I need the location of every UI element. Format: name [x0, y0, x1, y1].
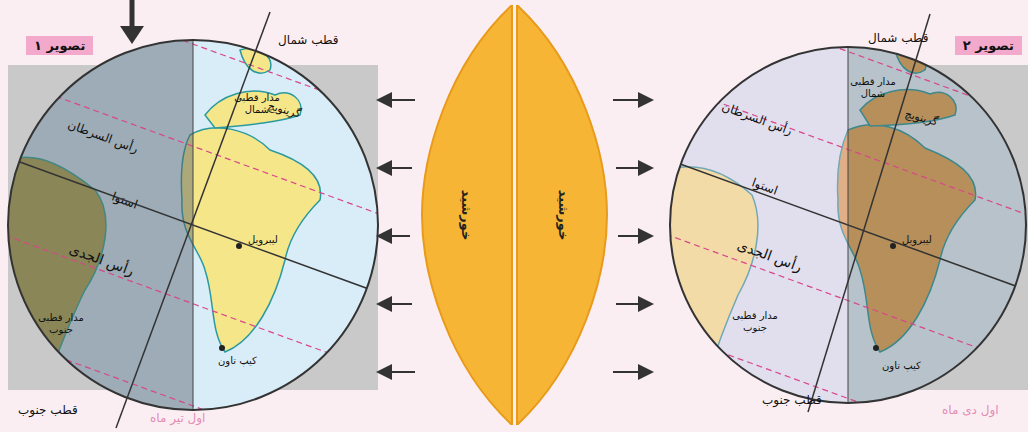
map-label: کیپ تاون	[882, 360, 921, 372]
map-label: قطب شمال	[868, 32, 929, 46]
map-label: مدار قطبی جنوب	[36, 312, 86, 335]
figure-title-text: تصویر ۲	[955, 36, 1022, 55]
sun-label: خورشید	[459, 190, 474, 241]
map-label: اول تیر ماه	[150, 412, 205, 426]
figure-title: تصویر ۲	[955, 36, 1022, 55]
map-label: قطب جنوب	[18, 404, 78, 418]
sun-shape: خورشید	[418, 5, 514, 425]
sun-shape: خورشید	[515, 5, 611, 425]
map-label: قطب شمال	[278, 34, 339, 48]
map-label: مدار قطبی جنوب	[730, 310, 780, 333]
map-label: مدار قطبی شمال	[848, 76, 898, 99]
figure-title-text: تصویر ۱	[26, 36, 93, 55]
map-label: اول دی ماه	[942, 404, 999, 418]
map-label: کیپ تاون	[218, 355, 257, 367]
map-label: لیبرویل	[248, 234, 278, 246]
figure-title: تصویر ۱	[26, 36, 93, 55]
map-label: لیبرویل	[902, 234, 932, 246]
sun-label: خورشید	[556, 190, 571, 241]
map-label: قطب جنوب	[762, 394, 822, 408]
